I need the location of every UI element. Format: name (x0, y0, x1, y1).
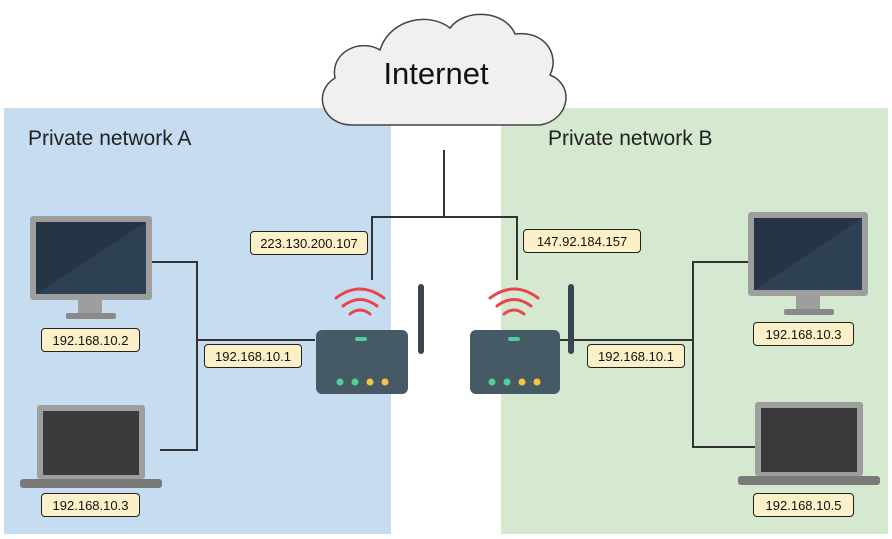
antenna (418, 284, 424, 354)
monitor-icon (30, 216, 152, 319)
wan-link-a (371, 150, 445, 280)
wan-link-b (444, 216, 518, 280)
lan-bus-a (152, 261, 198, 451)
laptop-icon (20, 405, 162, 488)
monitor-icon (748, 212, 868, 315)
antenna (568, 284, 574, 354)
device-ip-label: 192.168.10.2 (41, 328, 140, 352)
lan-bus-b (692, 261, 755, 448)
router-body (316, 330, 408, 394)
device-ip-label: 192.168.10.5 (753, 493, 854, 517)
connection-lines (152, 150, 755, 451)
wifi-signal-icon (488, 287, 540, 316)
public-ip-label-a: 223.130.200.107 (250, 231, 368, 255)
network-a-title: Private network A (28, 127, 192, 150)
laptop-icon (738, 402, 880, 485)
internet-label: Internet (383, 56, 489, 91)
router-a (316, 284, 424, 394)
device-ip-label: 192.168.10.3 (41, 493, 140, 517)
device-ip-label: 192.168.10.3 (753, 322, 854, 346)
cloud-icon (321, 13, 567, 126)
router-ip-label-b: 192.168.10.1 (587, 344, 685, 368)
router-body (470, 330, 560, 394)
router-b (470, 284, 574, 394)
network-b-title: Private network B (548, 127, 713, 150)
public-ip-label-b: 147.92.184.157 (523, 229, 641, 253)
router-ip-label-a: 192.168.10.1 (204, 344, 302, 368)
wifi-signal-icon (334, 287, 386, 316)
